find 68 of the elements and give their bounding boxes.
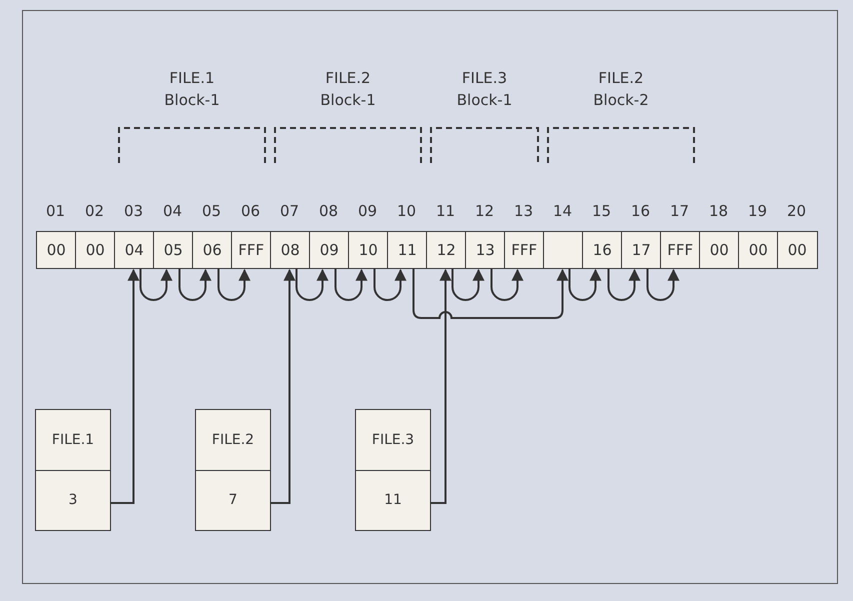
fat-cell: FFF <box>504 231 544 269</box>
file-name: FILE.1 <box>50 430 96 450</box>
arrow <box>374 268 406 301</box>
arrow <box>568 268 602 301</box>
block-label: FILE.1 Block-1 <box>163 68 221 111</box>
cluster-number: 11 <box>434 202 456 220</box>
cluster-number: 04 <box>162 202 184 220</box>
fat-cell: 12 <box>426 231 466 269</box>
cluster-number: 16 <box>630 202 652 220</box>
fat-cell: 00 <box>777 231 818 269</box>
fat-cell: 17 <box>621 231 662 269</box>
directory-entry <box>195 409 271 531</box>
arrow <box>178 268 212 301</box>
fat-cell: FFF <box>660 231 700 269</box>
cluster-number: 15 <box>590 202 612 220</box>
cluster-number: 03 <box>122 202 144 220</box>
cluster-number: 06 <box>240 202 262 220</box>
cluster-number: 10 <box>396 202 418 220</box>
fat-cell: 11 <box>387 231 428 269</box>
fat-cell: 00 <box>699 231 740 269</box>
cluster-number: 12 <box>474 202 496 220</box>
fat-cell: 00 <box>36 231 76 269</box>
arrow <box>412 268 568 319</box>
block-label: FILE.2 Block-2 <box>592 68 650 111</box>
directory-entry <box>35 409 111 531</box>
cluster-number: 13 <box>512 202 534 220</box>
file-name: FILE.2 <box>210 430 256 450</box>
fat-cell: 09 <box>309 231 350 269</box>
file-name: FILE.3 <box>370 430 416 450</box>
arrow <box>646 268 680 301</box>
arrow <box>490 268 524 301</box>
fat-cell: 08 <box>270 231 310 269</box>
start-cluster: 3 <box>36 470 110 530</box>
cluster-number: 05 <box>200 202 222 220</box>
fat-cell <box>543 231 584 269</box>
arrow <box>296 268 328 301</box>
fat-cell: 06 <box>192 231 232 269</box>
cluster-number: 09 <box>356 202 378 220</box>
start-cluster: 11 <box>356 470 430 530</box>
fat-cell: 16 <box>582 231 622 269</box>
fat-cell: 00 <box>738 231 778 269</box>
fat-cell: FFF <box>231 231 272 269</box>
fat-cell: 04 <box>114 231 154 269</box>
fat-cell: 00 <box>75 231 116 269</box>
fat-cell: 05 <box>153 231 194 269</box>
arrow <box>218 268 250 301</box>
block-label: FILE.2 Block-1 <box>319 68 377 111</box>
start-cluster: 7 <box>196 470 270 530</box>
directory-entry <box>355 409 431 531</box>
arrow <box>271 268 296 504</box>
cluster-number: 18 <box>708 202 730 220</box>
block-label: FILE.3 Block-1 <box>456 68 514 111</box>
arrow <box>140 268 172 301</box>
cluster-number: 14 <box>552 202 574 220</box>
cluster-number: 19 <box>746 202 768 220</box>
cluster-number: 20 <box>786 202 808 220</box>
cluster-number: 17 <box>668 202 690 220</box>
arrow <box>111 268 140 504</box>
arrow <box>334 268 368 301</box>
cluster-number: 01 <box>44 202 66 220</box>
cluster-number: 02 <box>84 202 106 220</box>
fat-cell: 13 <box>465 231 506 269</box>
cluster-number: 07 <box>278 202 300 220</box>
fat-cell: 10 <box>348 231 388 269</box>
arrow <box>431 268 452 504</box>
arrow <box>608 268 640 301</box>
arrow <box>452 268 484 301</box>
cluster-number: 08 <box>318 202 340 220</box>
